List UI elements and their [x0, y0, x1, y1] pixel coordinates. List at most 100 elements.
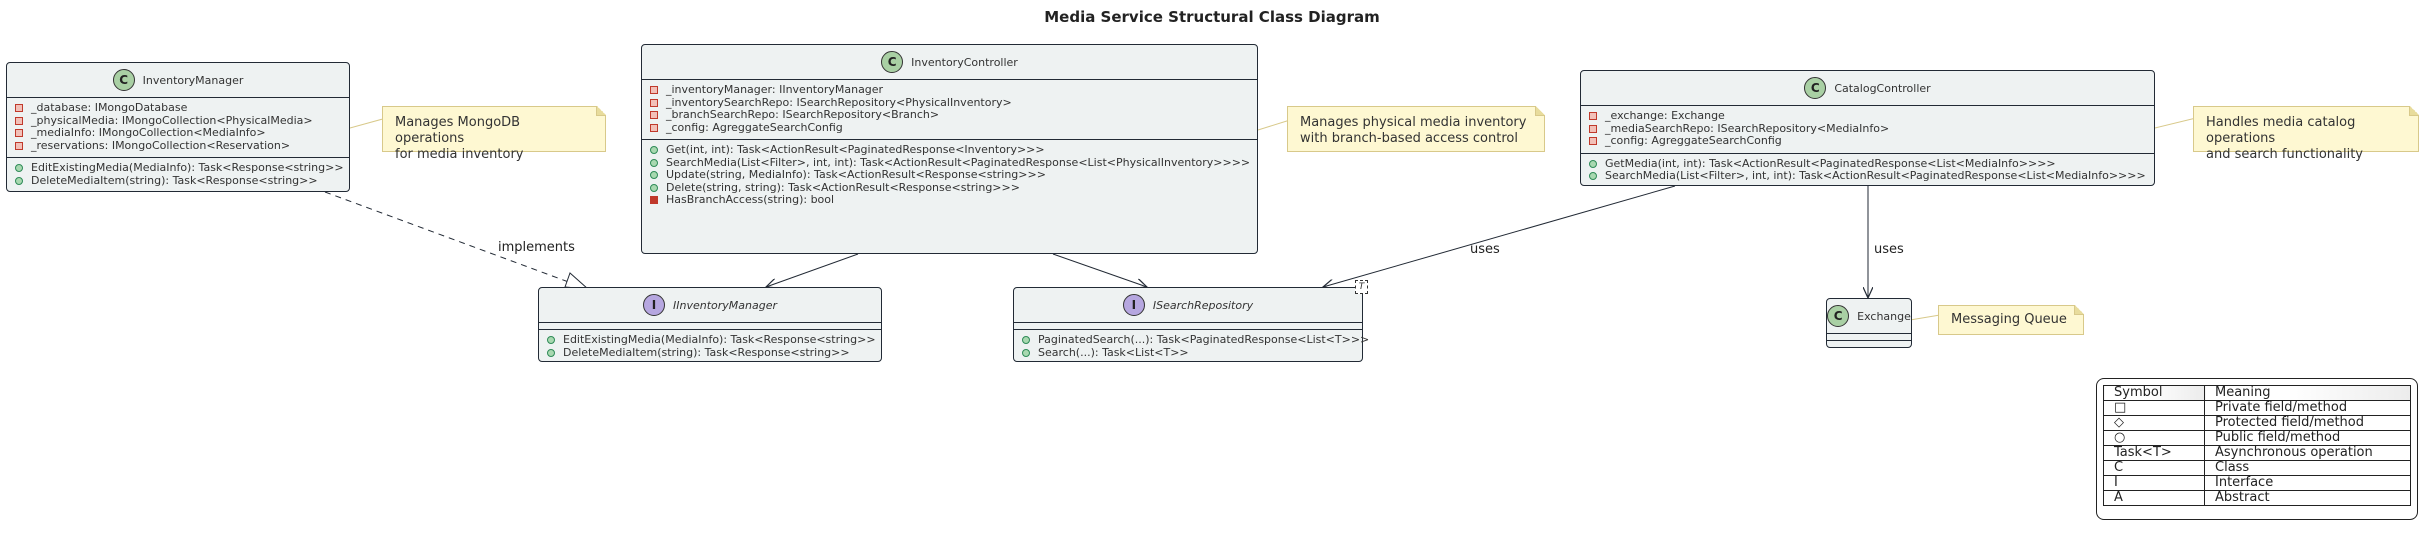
- legend-meaning: Interface: [2204, 475, 2411, 491]
- public-method-icon: [1589, 172, 1597, 181]
- private-field-icon: [650, 111, 658, 120]
- method: EditExistingMedia(MediaInfo): Task<Respo…: [563, 333, 876, 346]
- note-connector: [2154, 117, 2197, 129]
- public-method-icon: [1022, 336, 1030, 345]
- legend-symbol: ○: [2103, 430, 2205, 446]
- private-field-icon: [15, 129, 23, 138]
- class-inventory-manager[interactable]: C InventoryManager _database: IMongoDatab…: [6, 62, 350, 192]
- note-inventory-manager: Manages MongoDB operations for media inv…: [382, 106, 606, 162]
- private-method-icon: [650, 196, 658, 205]
- public-method-icon: [15, 176, 23, 185]
- class-name: InventoryController: [911, 55, 1018, 69]
- note-connector: [1909, 314, 1941, 321]
- class-name: CatalogController: [1834, 81, 1931, 95]
- edge-implements: [324, 191, 575, 285]
- public-method-icon: [1022, 348, 1030, 357]
- interface-icon: I: [642, 294, 665, 316]
- interface-iinventory-manager[interactable]: I IInventoryManager EditExistingMedia(Med…: [538, 287, 882, 362]
- field: _physicalMedia: IMongoCollection<Physica…: [31, 113, 313, 127]
- note-line: Messaging Queue: [1951, 312, 2067, 327]
- interface-isearch-repository[interactable]: T I ISearchRepository PaginatedSearch(...…: [1013, 280, 1369, 362]
- public-method-icon: [650, 183, 658, 192]
- legend-symbol: I: [2103, 475, 2205, 491]
- field: _config: AgreggateSearchConfig: [1605, 134, 1782, 147]
- method: Search(...): Task<List<T>>: [1038, 345, 1189, 359]
- legend-meaning: Private field/method: [2204, 400, 2411, 416]
- private-field-icon: [650, 98, 658, 107]
- legend-header-meaning: Meaning: [2204, 385, 2411, 401]
- edge-label-uses: uses: [1470, 242, 1500, 257]
- legend-header-symbol: Symbol: [2103, 385, 2205, 401]
- public-method-icon: [547, 336, 555, 345]
- edge-label-uses: uses: [1874, 242, 1904, 257]
- interface-name: ISearchRepository: [1152, 298, 1254, 312]
- public-method-icon: [650, 158, 658, 167]
- private-field-icon: [15, 116, 23, 125]
- note-line: Manages physical media inventory: [1300, 115, 1527, 130]
- method: DeleteMediaItem(string): Task<Response<s…: [31, 173, 318, 187]
- method: SearchMedia(List<Filter>, int, int): Tas…: [666, 155, 1251, 169]
- legend-symbol: A: [2103, 490, 2205, 506]
- class-icon: C: [881, 51, 904, 73]
- method: GetMedia(int, int): Task<ActionResult<Pa…: [1605, 156, 2056, 170]
- legend-meaning: Protected field/method: [2204, 415, 2411, 431]
- field: _inventoryManager: IInventoryManager: [666, 83, 884, 96]
- public-method-icon: [650, 171, 658, 180]
- private-field-icon: [1589, 124, 1597, 133]
- note-exchange: Messaging Queue: [1938, 305, 2084, 335]
- method: Update(string, MediaInfo): Task<ActionRe…: [666, 168, 1046, 181]
- note-line: Manages MongoDB operations: [395, 115, 521, 146]
- diagram-title: Media Service Structural Class Diagram: [1044, 8, 1380, 26]
- legend-meaning: Class: [2204, 460, 2411, 476]
- legend-meaning: Public field/method: [2204, 430, 2411, 446]
- legend-meaning: Asynchronous operation: [2204, 445, 2411, 461]
- note-connector: [1257, 119, 1291, 131]
- private-field-icon: [650, 123, 658, 132]
- interface-name: IInventoryManager: [672, 298, 777, 312]
- field: _branchSearchRepo: ISearchRepository<Bra…: [666, 108, 940, 121]
- field: _mediaSearchRepo: ISearchRepository<Medi…: [1605, 121, 1890, 135]
- note-catalog-controller: Handles media catalog operations and sea…: [2193, 106, 2419, 162]
- method: Get(int, int): Task<ActionResult<Paginat…: [666, 143, 1045, 156]
- class-icon: C: [1827, 305, 1850, 327]
- type-parameter: T: [1355, 280, 1368, 294]
- note-line: for media inventory: [395, 147, 524, 162]
- legend-symbol: C: [2103, 460, 2205, 476]
- note-inventory-controller: Manages physical media inventory with br…: [1287, 106, 1545, 152]
- legend-meaning: Abstract: [2204, 490, 2411, 506]
- edge-label-implements: implements: [498, 240, 575, 255]
- class-name: InventoryManager: [142, 73, 244, 87]
- public-method-icon: [15, 164, 23, 173]
- class-icon: C: [112, 69, 135, 91]
- field: _exchange: Exchange: [1605, 109, 1725, 122]
- private-field-icon: [1589, 137, 1597, 146]
- interface-icon: I: [1122, 294, 1145, 316]
- class-catalog-controller[interactable]: C CatalogController _exchange: Exchange _…: [1580, 70, 2155, 186]
- class-icon: C: [1804, 77, 1827, 99]
- class-inventory-controller[interactable]: C InventoryController _inventoryManager: …: [641, 44, 1258, 254]
- method: PaginatedSearch(...): Task<PaginatedResp…: [1038, 333, 1370, 346]
- edge-uses-2: [1052, 253, 1147, 287]
- note-line: with branch-based access control: [1300, 131, 1518, 146]
- legend-symbol: ◇: [2103, 415, 2205, 431]
- public-method-icon: [547, 348, 555, 357]
- field: _mediaInfo: IMongoCollection<MediaInfo>: [31, 126, 266, 139]
- field: _config: AgreggateSearchConfig: [666, 120, 843, 134]
- field: _database: IMongoDatabase: [31, 101, 188, 114]
- legend-symbol: Task<T>: [2103, 445, 2205, 461]
- legend-table: Symbol Meaning □Private field/method ◇Pr…: [2103, 385, 2411, 506]
- field: _reservations: IMongoCollection<Reservat…: [31, 138, 291, 152]
- method: HasBranchAccess(string): bool: [666, 193, 835, 206]
- legend: Symbol Meaning □Private field/method ◇Pr…: [2096, 378, 2418, 520]
- method: Delete(string, string): Task<ActionResul…: [666, 180, 1020, 194]
- note-line: and search functionality: [2206, 147, 2363, 162]
- public-method-icon: [650, 146, 658, 155]
- private-field-icon: [650, 86, 658, 95]
- field: _inventorySearchRepo: ISearchRepository<…: [666, 95, 1012, 109]
- class-name: Exchange: [1857, 309, 1911, 323]
- edge-uses-1: [766, 253, 859, 287]
- method: SearchMedia(List<Filter>, int, int): Tas…: [1605, 169, 2146, 182]
- class-exchange[interactable]: C Exchange: [1826, 298, 1912, 348]
- private-field-icon: [15, 104, 23, 113]
